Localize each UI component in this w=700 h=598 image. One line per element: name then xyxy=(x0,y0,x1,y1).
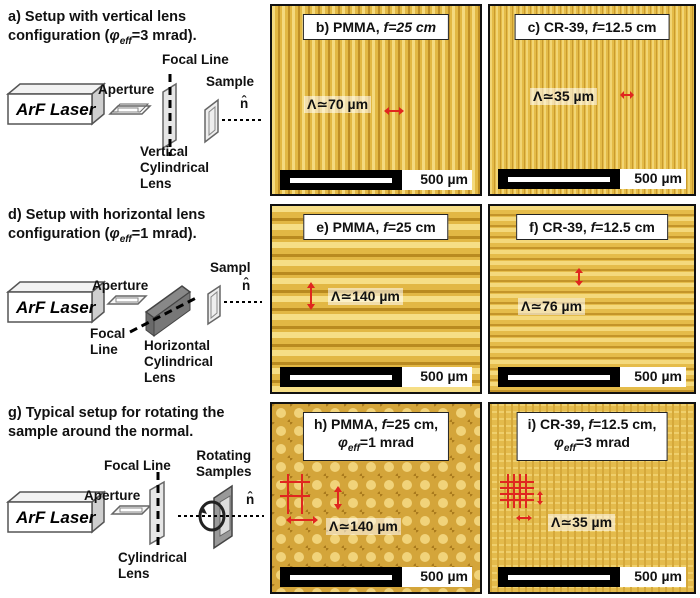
lens-label: Horizontal Cylindrical Lens xyxy=(144,338,214,385)
caption-a-line1: a) Setup with vertical lens xyxy=(8,9,187,25)
laser-label: ArF Laser xyxy=(15,508,97,527)
panel-h-period-label: Λ≃140 µm xyxy=(326,518,401,535)
vertical-setup-drawing: ArF Laser xyxy=(5,74,262,156)
panel-h-title: h) PMMA, f=25 cm, φeff=1 mrad xyxy=(302,412,450,461)
sample-label: Sampl xyxy=(210,260,251,275)
panel-f-title: f) CR-39, f=12.5 cm xyxy=(516,214,668,240)
scalebar-line xyxy=(498,169,620,189)
panel-c-period-label: Λ≃35 µm xyxy=(530,88,598,105)
micrograph-panel-b: b) PMMA, f=25 cm Λ≃70 µm 500 µm xyxy=(270,4,482,196)
caption-g-line1: g) Typical setup for rotating the xyxy=(8,405,225,421)
period-arrow-icon xyxy=(575,268,583,286)
scalebar-line xyxy=(498,567,620,587)
micrograph-panel-c: c) CR-39, f=12.5 cm Λ≃35 µm 500 µm xyxy=(488,4,696,196)
scalebar-label: 500 µm xyxy=(634,568,682,584)
panel-i-scalebar: 500 µm xyxy=(498,567,686,587)
laser-label: ArF Laser xyxy=(15,298,97,317)
scalebar-line xyxy=(280,367,402,387)
grid-marker-icon xyxy=(500,474,534,508)
panel-b-scalebar: 500 µm xyxy=(280,170,472,190)
scalebar-label: 500 µm xyxy=(634,170,682,186)
rotating-setup-drawing: ArF Laser xyxy=(5,472,264,550)
micrograph-panel-h: h) PMMA, f=25 cm, φeff=1 mrad Λ≃140 µm 5… xyxy=(270,402,482,594)
caption-d-line1: d) Setup with horizontal lens xyxy=(8,207,206,223)
focal-line-label: Focal Line xyxy=(90,326,126,357)
lens-label: Cylindrical Lens xyxy=(118,550,188,581)
setup-diagram-horizontal: ArF Laser Aperture Sampl n̂ Focal Line H… xyxy=(0,250,268,398)
panel-f-scalebar: 500 µm xyxy=(498,367,686,387)
scalebar-line xyxy=(280,567,402,587)
aperture-label: Aperture xyxy=(98,82,155,97)
setup-diagram-vertical: ArF Laser Aperture Focal Line Sample n̂ … xyxy=(0,52,268,202)
panel-e-title: e) PMMA, f=25 cm xyxy=(303,214,449,240)
grid-marker-icon xyxy=(280,474,310,514)
panel-f-period-label: Λ≃76 µm xyxy=(518,298,586,315)
laser-label: ArF Laser xyxy=(15,100,97,119)
panel-c-scalebar: 500 µm xyxy=(498,169,686,189)
scalebar-label: 500 µm xyxy=(634,368,682,384)
panel-c-title: c) CR-39, f=12.5 cm xyxy=(514,14,670,40)
panel-i-title: i) CR-39, f=12.5 cm, φeff=3 mrad xyxy=(516,412,668,461)
scalebar-label: 500 µm xyxy=(420,171,468,187)
caption-g: g) Typical setup for rotating the sample… xyxy=(8,404,224,442)
caption-g-line2: sample around the normal. xyxy=(8,424,194,440)
period-arrow-icon xyxy=(307,282,315,310)
scalebar-line xyxy=(280,170,402,190)
scalebar-label: 500 µm xyxy=(420,568,468,584)
horizontal-setup-drawing: ArF Laser xyxy=(5,280,262,337)
panel-b-title: b) PMMA, f=25 cm xyxy=(302,14,450,40)
sample-label: Sample xyxy=(206,74,255,89)
caption-a-line2: configuration (φeff=3 mrad). xyxy=(8,28,197,47)
focal-line-label: Focal Line xyxy=(162,52,229,67)
caption-a: a) Setup with vertical lens configuratio… xyxy=(8,8,197,51)
micrograph-panel-i: i) CR-39, f=12.5 cm, φeff=3 mrad Λ≃35 µm… xyxy=(488,402,696,594)
panel-b-period-label: Λ≃70 µm xyxy=(304,96,372,113)
panel-e-scalebar: 500 µm xyxy=(280,367,472,387)
setup-diagram-rotating: ArF Laser Aperture Focal Line Rotating S… xyxy=(0,448,268,590)
lens-label: Vertical Cylindrical Lens xyxy=(140,144,210,191)
focal-line-label: Focal Line xyxy=(104,458,171,473)
normal-vector-label: n̂ xyxy=(246,492,255,507)
normal-vector-label: n̂ xyxy=(242,278,251,293)
panel-i-period-label: Λ≃35 µm xyxy=(548,514,616,531)
period-arrow-icon xyxy=(620,91,634,99)
panel-h-scalebar: 500 µm xyxy=(280,567,472,587)
period-arrow-icon xyxy=(384,107,404,115)
micrograph-panel-f: f) CR-39, f=12.5 cm Λ≃76 µm 500 µm xyxy=(488,204,696,394)
scalebar-label: 500 µm xyxy=(420,368,468,384)
sample-label: Rotating Samples xyxy=(196,448,252,479)
micrograph-panel-e: e) PMMA, f=25 cm Λ≃140 µm 500 µm xyxy=(270,204,482,394)
normal-vector-label: n̂ xyxy=(240,96,249,111)
caption-d: d) Setup with horizontal lens configurat… xyxy=(8,206,205,249)
aperture-label: Aperture xyxy=(92,278,149,293)
scalebar-line xyxy=(498,367,620,387)
caption-d-line2: configuration (φeff=1 mrad). xyxy=(8,226,197,245)
aperture-label: Aperture xyxy=(84,488,141,503)
panel-e-period-label: Λ≃140 µm xyxy=(328,288,403,305)
